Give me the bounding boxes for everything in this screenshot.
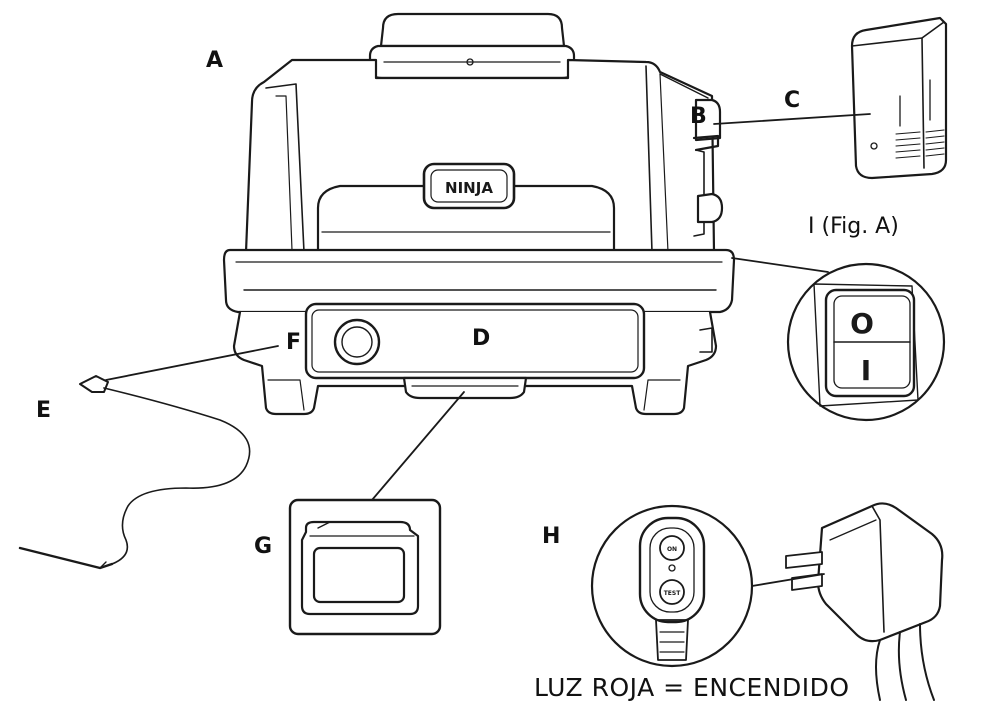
label-e: E (36, 400, 51, 422)
label-d: D (472, 328, 490, 350)
grill-lid (246, 60, 714, 252)
label-g: G (254, 536, 272, 558)
switch-off-symbol: O (850, 307, 874, 340)
label-c: C (784, 90, 800, 112)
label-b: B (690, 106, 707, 128)
logo-text: NINJA (445, 179, 493, 197)
plug-button-top-label: ON (667, 546, 677, 553)
power-switch-detail: O I (788, 264, 944, 420)
smoke-box (852, 18, 946, 178)
label-i: I (Fig. A) (808, 216, 899, 238)
plug-test-detail: ON TEST (592, 506, 752, 666)
leader-b-c (714, 114, 870, 124)
power-plug (786, 503, 942, 700)
leader-g (372, 392, 464, 500)
lid-handle (370, 14, 574, 78)
thermometer-probe (20, 376, 250, 568)
label-h: H (542, 526, 560, 548)
switch-on-symbol: I (861, 354, 871, 387)
label-f: F (286, 332, 301, 354)
caption-red-light: LUZ ROJA = ENCENDIDO (534, 673, 850, 702)
ninja-logo: NINJA (424, 164, 514, 208)
plug-button-bottom-label: TEST (664, 590, 682, 597)
label-a: A (206, 50, 223, 72)
leader-i (732, 258, 828, 272)
drip-tray-detail (290, 500, 440, 634)
